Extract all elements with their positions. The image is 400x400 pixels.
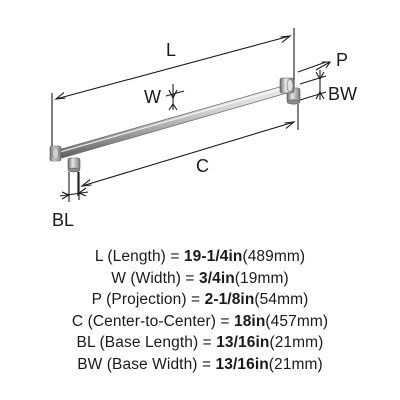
spec-metric-value: (489mm): [242, 248, 306, 265]
base-width-arrow-top: [315, 71, 325, 81]
projection-extension-top: [297, 61, 327, 73]
spec-imperial-value: 13/16in: [215, 355, 269, 373]
spec-name: (Width): [130, 269, 181, 287]
spec-metric-value: (21mm): [268, 355, 323, 373]
width-arrow-top: [168, 89, 178, 100]
spec-imperial-value: 18in: [233, 312, 266, 330]
bar-pull-illustration: [49, 77, 301, 173]
base-length-dimension-line: [59, 191, 89, 197]
base-length-label: BL: [52, 210, 74, 230]
specifications-list: L (Length) = 19-1/4in(489mm) W (Width) = …: [0, 246, 400, 376]
base-width-label: BW: [328, 84, 357, 104]
spec-imperial-value: 19-1/4in: [183, 248, 243, 265]
center-arrow-left: [80, 179, 92, 187]
projection-arrow: [322, 61, 332, 69]
length-label: L: [166, 40, 176, 60]
spec-code: BL: [76, 334, 96, 352]
projection-dimension: [297, 61, 332, 73]
spec-row: C (Center-to-Center) = 18in(457mm): [71, 312, 329, 330]
spec-imperial-value: 2-1/8in: [204, 291, 255, 309]
base-width-dimension: [299, 70, 327, 101]
center-dimension-line: [81, 121, 295, 187]
spec-code: P: [91, 291, 102, 309]
center-label: C: [196, 156, 209, 176]
spec-row: BW (Base Width) = 13/16in(21mm): [77, 355, 323, 373]
length-dimension-line: [55, 35, 291, 100]
spec-name: (Base Width): [106, 355, 198, 373]
base-width-extension-top: [299, 75, 327, 85]
length-arrow-right: [280, 35, 292, 43]
spec-name: (Projection): [106, 291, 187, 309]
right-end-cap: [279, 77, 295, 94]
spec-code: L: [94, 248, 103, 265]
spec-row: L (Length) = 19-1/4in(489mm): [94, 248, 306, 265]
dimension-diagram: L W P BW C: [49, 28, 357, 230]
spec-imperial-value: 3/4in: [198, 269, 235, 287]
base-length-arrow-left: [61, 191, 71, 200]
center-arrow-right: [284, 121, 296, 129]
spec-metric-value: (21mm): [269, 334, 324, 352]
width-dimension: [165, 84, 185, 111]
spec-name: (Center-to-Center): [87, 312, 217, 330]
spec-row: P (Projection) = 2-1/8in(54mm): [91, 291, 309, 309]
base-length-arrow-right: [77, 187, 87, 197]
projection-dimension-line: [315, 61, 331, 71]
spec-metric-value: (457mm): [265, 312, 329, 330]
spec-code: BW: [77, 355, 103, 373]
base-width-extension-bottom: [299, 91, 327, 101]
width-arrow-bottom: [168, 103, 178, 111]
spec-name: (Length): [107, 248, 166, 265]
spec-imperial-value: 13/16in: [216, 334, 270, 352]
spec-metric-value: (19mm): [234, 269, 289, 287]
spec-row: W (Width) = 3/4in(19mm): [111, 269, 289, 287]
projection-label: P: [336, 50, 348, 70]
length-arrow-left: [54, 92, 66, 100]
bar-highlight: [59, 85, 292, 153]
left-end-cap: [49, 145, 62, 162]
spec-row: BL (Base Length) = 13/16in(21mm): [76, 334, 324, 352]
base-length-dimension: [59, 172, 89, 202]
spec-name: (Base Length): [99, 334, 199, 352]
spec-metric-value: (54mm): [254, 291, 309, 309]
left-post: [67, 157, 81, 173]
spec-code: C: [71, 312, 84, 330]
width-label: W: [144, 87, 161, 107]
spec-code: W: [111, 269, 126, 287]
base-width-arrow-bottom: [315, 90, 325, 100]
